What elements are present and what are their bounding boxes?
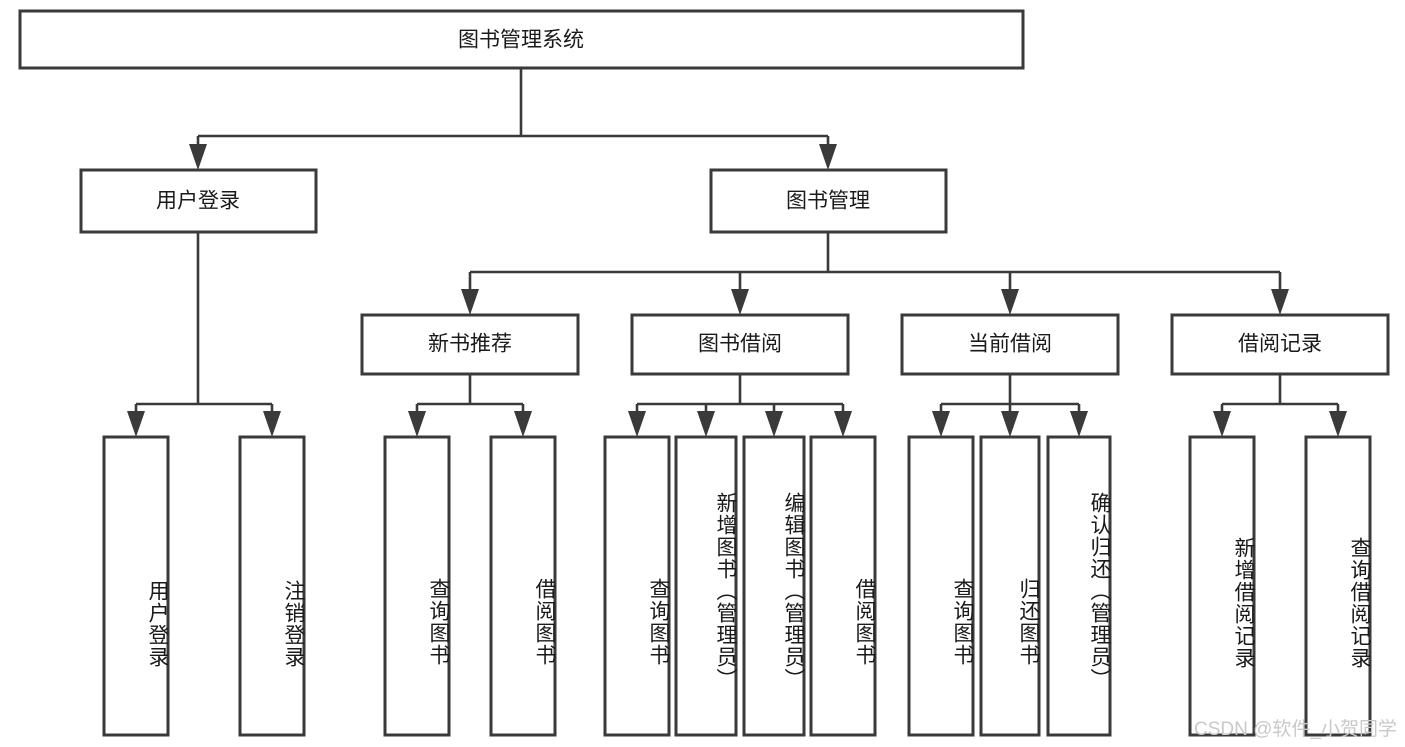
node-borrow-record-label: 借阅记录 [1238,333,1322,356]
leaf-user-login-0-rect[interactable] [102,435,170,737]
node-root[interactable]: 图书管理系统 [18,9,1025,70]
arrow-userlogin-leaf-2 [263,411,281,437]
node-current-borrow-label: 当前借阅 [968,333,1052,356]
arrow-newbook-leaf-1 [408,411,426,437]
arrow-to-borrow-record [1271,289,1289,315]
leaf-new-book-0-rect[interactable] [383,435,451,737]
leaf-book-borrow-0-rect[interactable] [603,435,671,737]
arrow-currentborrow-leaf-2 [1001,411,1019,437]
leaf-user-login-1-rect[interactable] [238,435,306,737]
arrow-bookborrow-leaf-2 [697,411,715,437]
arrow-to-new-book [461,289,479,315]
node-book-management-label: 图书管理 [786,190,870,213]
leaf-borrow-record-1-rect[interactable] [1304,435,1372,737]
nodes-layer: 图书管理系统 用户登录 图书管理 新书推荐 图书借阅 当前 [18,9,1390,737]
arrow-currentborrow-leaf-1 [932,411,950,437]
node-book-management[interactable]: 图书管理 [709,168,948,234]
node-new-book-recommend-rect[interactable] [360,313,580,376]
node-new-book-recommend[interactable]: 新书推荐 [360,313,580,376]
edges-layer [127,68,1347,437]
leaf-borrow-record-0-rect[interactable] [1188,435,1256,737]
arrow-borrowrecord-leaf-2 [1329,411,1347,437]
node-user-login[interactable]: 用户登录 [79,168,318,234]
node-root-label: 图书管理系统 [458,29,584,52]
arrow-to-bookmgmt [819,144,837,170]
node-book-borrow-label: 图书借阅 [698,333,782,356]
node-new-book-recommend-label: 新书推荐 [428,333,512,356]
leaf-book-borrow-1-rect[interactable] [674,435,738,737]
arrow-borrowrecord-leaf-1 [1213,411,1231,437]
node-borrow-record-rect[interactable] [1170,313,1390,376]
arrow-userlogin-leaf-1 [127,411,145,437]
node-book-management-rect[interactable] [709,168,948,234]
arrow-currentborrow-leaf-3 [1070,411,1088,437]
arrow-to-book-borrow [731,289,749,315]
node-user-login-label: 用户登录 [156,190,240,213]
leaf-current-borrow-2-rect[interactable] [1046,435,1112,737]
node-user-login-rect[interactable] [79,168,318,234]
leaf-book-borrow-2-rect[interactable] [742,435,806,737]
arrow-to-userlogin [189,144,207,170]
arrow-newbook-leaf-2 [514,411,532,437]
leaf-new-book-1-rect[interactable] [489,435,557,737]
node-root-rect[interactable] [18,9,1025,70]
arrow-bookborrow-leaf-3 [765,411,783,437]
leaf-book-borrow-3-rect[interactable] [809,435,877,737]
arrow-bookborrow-leaf-1 [628,411,646,437]
leaf-current-borrow-0-rect[interactable] [907,435,975,737]
node-book-borrow-rect[interactable] [630,313,850,376]
leaf-current-borrow-1-rect[interactable] [979,435,1041,737]
arrow-to-current-borrow [1001,289,1019,315]
node-borrow-record[interactable]: 借阅记录 [1170,313,1390,376]
arrow-bookborrow-leaf-4 [834,411,852,437]
node-current-borrow[interactable]: 当前借阅 [900,313,1120,376]
node-current-borrow-rect[interactable] [900,313,1120,376]
node-book-borrow[interactable]: 图书借阅 [630,313,850,376]
